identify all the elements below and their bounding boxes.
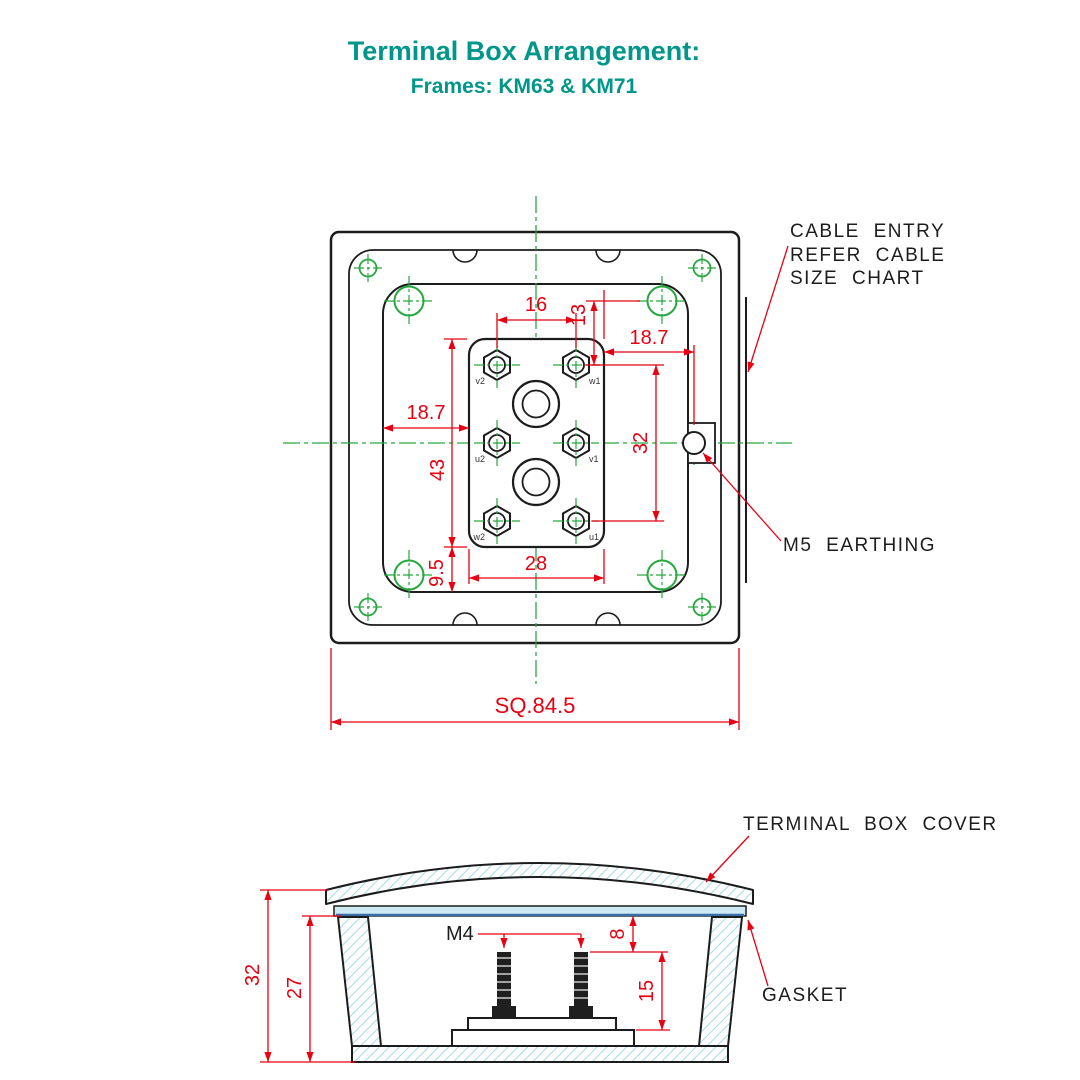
dim-28-label: 28 [525, 553, 547, 575]
dim-15: 15 [636, 952, 670, 1031]
dim-15-label: 15 [636, 980, 658, 1002]
dim-9-5: 9.5 [426, 547, 456, 592]
dim-sq-84-5-label: SQ.84.5 [495, 693, 576, 718]
dim-32-label: 32 [630, 432, 652, 454]
cable-gland-bottom [511, 457, 561, 507]
dim-28: 28 [468, 549, 605, 584]
dim-18-7-right: 18.7 [603, 290, 695, 425]
page-title: Terminal Box Arrangement: [347, 36, 701, 66]
callout-gasket: GASKET [747, 919, 848, 1006]
terminal-label-u2: u2 [475, 454, 485, 464]
dim-43-label: 43 [427, 459, 449, 481]
dim-16-label: 16 [525, 294, 547, 316]
dim-13-label: 13 [568, 304, 590, 326]
terminal-label-u1: u1 [589, 532, 599, 542]
boss-top-right [595, 249, 621, 263]
dim-27-label: 27 [284, 977, 306, 999]
callout-cable-entry: CABLE ENTRY REFER CABLE SIZE CHART [747, 221, 945, 373]
title-block: Terminal Box Arrangement: Frames: KM63 &… [0, 36, 1048, 99]
dim-27: 27 [284, 915, 342, 1062]
dim-8-label: 8 [607, 928, 629, 939]
terminal-label-v1: v1 [589, 454, 599, 464]
box-body-section [336, 916, 744, 1063]
boss-bottom-right [595, 612, 621, 626]
dim-18-7-right-label: 18.7 [630, 327, 669, 349]
terminal-box-cover [325, 862, 754, 905]
dim-9-5-label: 9.5 [426, 559, 448, 587]
terminal-block: v2 w1 u2 v1 w2 u1 [467, 337, 606, 549]
callout-m5-earthing: M5 EARTHING [702, 452, 936, 556]
m4-label: M4 [446, 923, 474, 945]
m5-earthing-text: M5 EARTHING [783, 535, 936, 556]
terminal-label-w1: w1 [588, 376, 601, 386]
dim-18-7-left-label: 18.7 [407, 402, 446, 424]
cable-entry-text-line3: SIZE CHART [790, 268, 925, 289]
boss-top-left [452, 249, 478, 263]
cable-gland-top [511, 379, 561, 429]
callout-cover: TERMINAL BOX COVER [705, 814, 998, 883]
gasket-text: GASKET [762, 985, 848, 1006]
top-view: v2 w1 u2 v1 w2 u1 16 [283, 196, 945, 730]
dim-8: 8 [590, 916, 668, 953]
dim-13: 13 [568, 300, 640, 366]
cable-entry-text-line2: REFER CABLE [790, 245, 945, 266]
terminal-box-cover-text: TERMINAL BOX COVER [743, 814, 998, 835]
dim-32-height-label: 32 [242, 964, 264, 986]
page-subtitle: Frames: KM63 & KM71 [410, 75, 638, 98]
terminal-label-v2: v2 [475, 376, 485, 386]
terminal-studs-section [491, 951, 594, 1019]
box-bottom [351, 1045, 729, 1063]
terminal-label-w2: w2 [472, 532, 485, 542]
terminal-pedestal [451, 1017, 635, 1047]
stud-m4 [491, 951, 517, 1019]
boss-bottom-left [452, 612, 478, 626]
dim-sq-84-5: SQ.84.5 [330, 648, 740, 730]
cable-entry-text-line1: CABLE ENTRY [790, 221, 945, 242]
dim-32-height: 32 [242, 889, 356, 1063]
right-wall [697, 916, 744, 1047]
earthing-hole [682, 422, 716, 464]
left-wall [336, 916, 383, 1047]
section-view: M4 8 15 27 [242, 814, 998, 1063]
dim-16: 16 [496, 294, 577, 348]
dim-32-rows: 32 [592, 364, 664, 522]
dim-m4: M4 [446, 923, 585, 948]
dim-43: 43 [427, 338, 467, 548]
stud-m4 [568, 951, 594, 1019]
